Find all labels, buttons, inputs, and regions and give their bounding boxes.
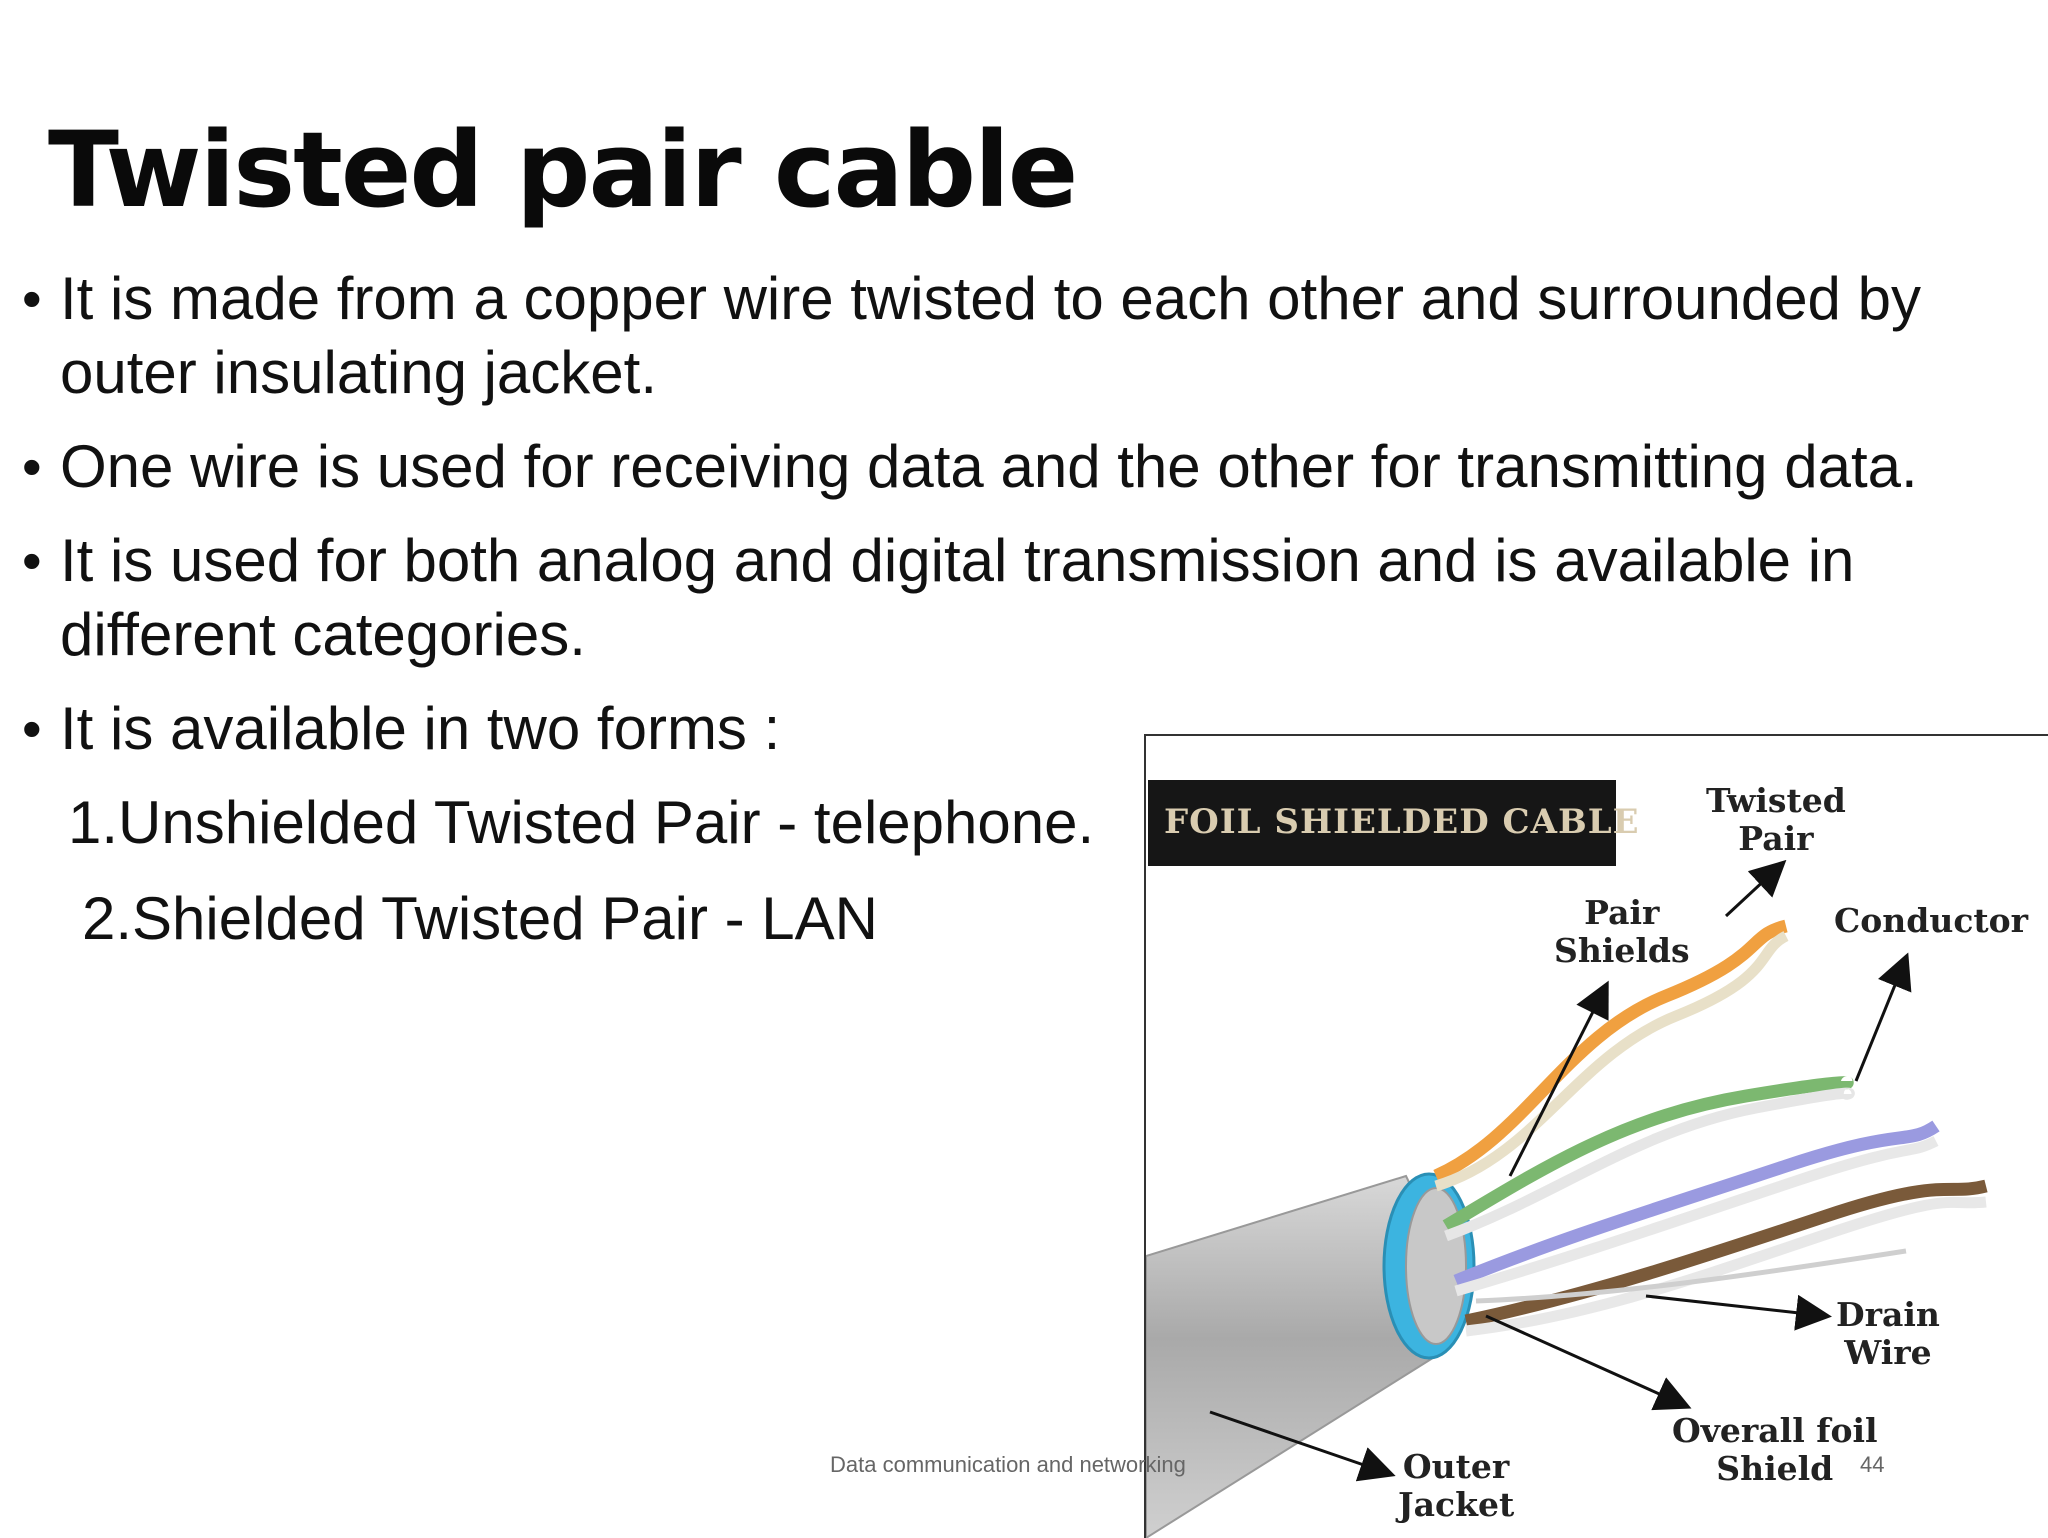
bullet-text: It is used for both analog and digital t…: [60, 527, 1855, 668]
cable-diagram-image: FOIL SHIELDED CABLE Twisted Pair Pair Sh…: [1144, 734, 2048, 1538]
bullet-item: • It is available in two forms :: [20, 692, 2040, 766]
bullet-text: It is available in two forms :: [60, 695, 781, 762]
bullet-item: • It is made from a copper wire twisted …: [20, 262, 2040, 410]
label-twisted-pair: Twisted Pair: [1706, 781, 1846, 858]
form-item-utp: 1.Unshielded Twisted Pair - telephone.: [68, 789, 1095, 856]
bullet-dot: •: [22, 697, 42, 760]
orange-pair: [1433, 919, 1788, 1182]
blue-pair: [1453, 1120, 1940, 1288]
label-pair-shields: Pair Shields: [1554, 893, 1690, 970]
bullet-dot: •: [22, 267, 42, 330]
form-item-stp: 2.Shielded Twisted Pair - LAN: [82, 885, 878, 952]
cable-illustration: [1146, 859, 1988, 1538]
label-overall-foil-shield: Overall foil Shield: [1672, 1411, 1878, 1488]
bullet-list: • It is made from a copper wire twisted …: [20, 262, 2040, 978]
green-pair: [1442, 1076, 1854, 1232]
label-drain-wire: Drain Wire: [1836, 1295, 1940, 1372]
figure-title-banner: FOIL SHIELDED CABLE: [1148, 780, 1639, 866]
footer-text: Data communication and networking: [830, 1452, 1186, 1477]
bullet-item: • One wire is used for receiving data an…: [20, 430, 2040, 504]
label-outer-jacket: Outer Jacket: [1398, 1447, 1515, 1524]
bullet-dot: •: [22, 435, 42, 498]
bullet-text: One wire is used for receiving data and …: [60, 433, 1918, 500]
bullet-dot: •: [22, 529, 42, 592]
figure-title: FOIL SHIELDED CABLE: [1164, 802, 1640, 842]
drain-wire: [1475, 1248, 1907, 1304]
page-number: 44: [1860, 1452, 1885, 1477]
bullet-item: • It is used for both analog and digital…: [20, 524, 2040, 672]
label-conductor: Conductor: [1834, 901, 2029, 940]
bullet-text: It is made from a copper wire twisted to…: [60, 265, 1921, 406]
slide-title: Twisted pair cable: [48, 109, 1078, 231]
